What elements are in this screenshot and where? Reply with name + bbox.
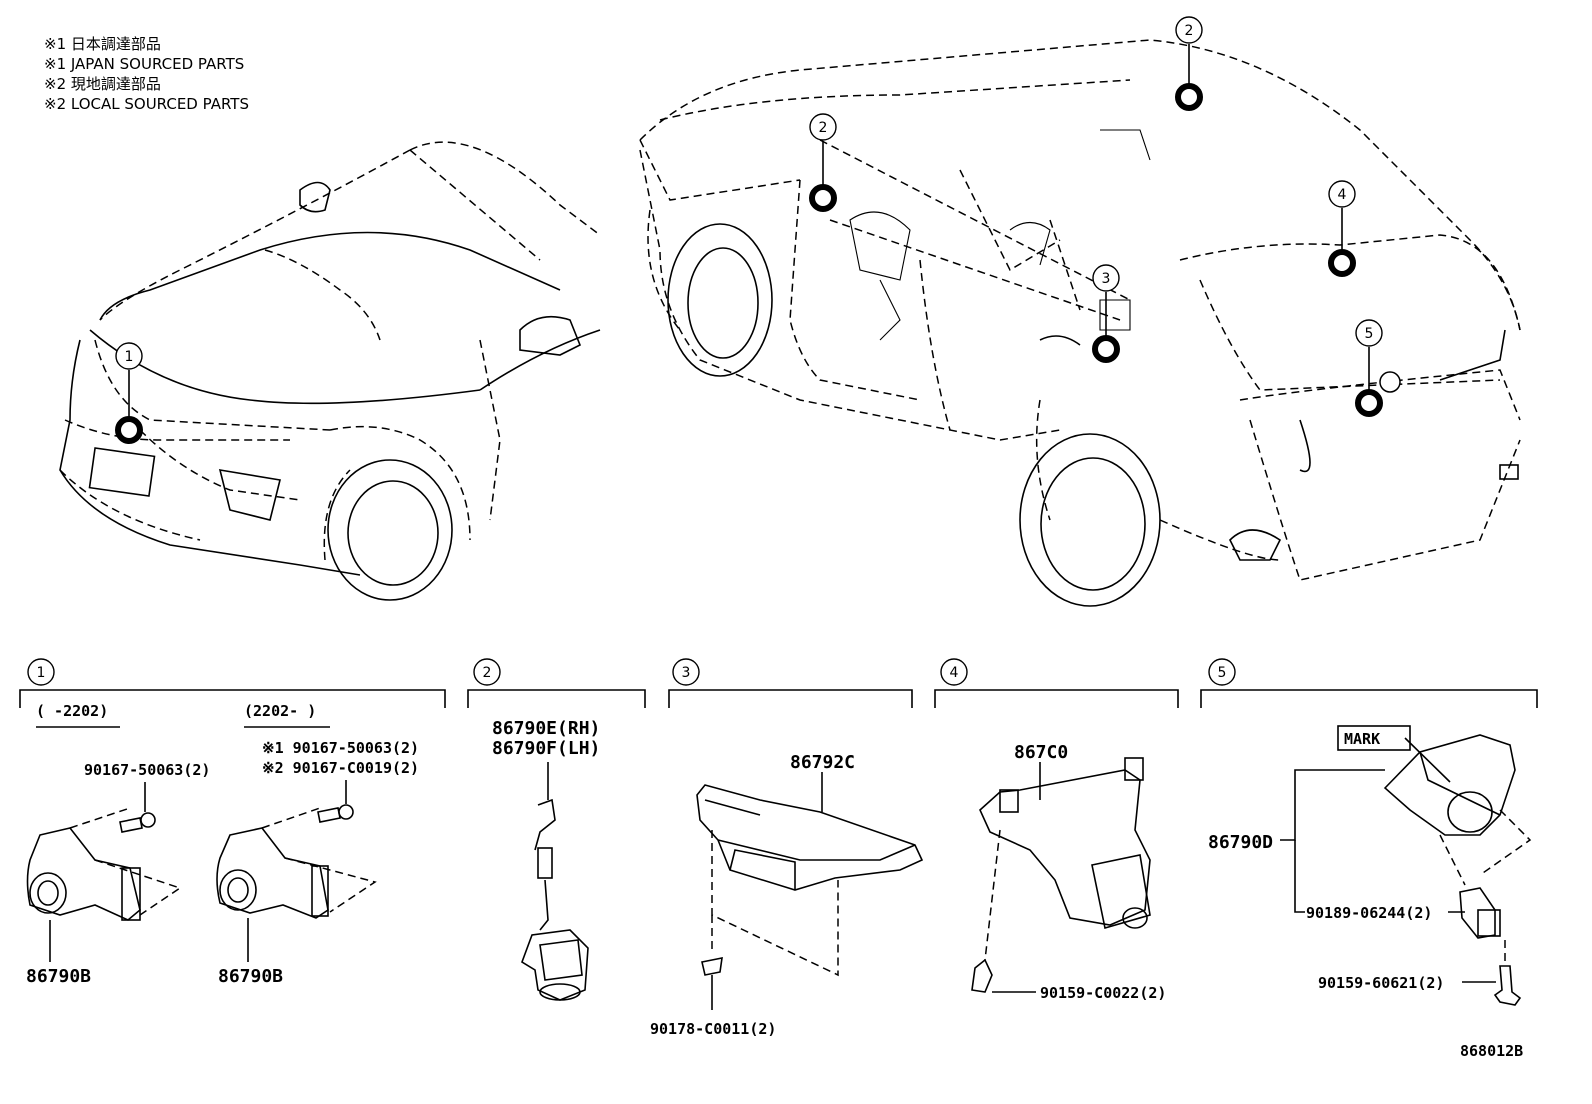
section-5-nut: 90189-06244(2) bbox=[1306, 904, 1432, 922]
section-3-clip: 90178-C0011(2) bbox=[650, 1020, 776, 1038]
section-2-part-lh: 86790F(LH) bbox=[492, 738, 600, 759]
section-2-marker-icon bbox=[473, 658, 501, 686]
note-1-en: ※1 JAPAN SOURCED PARTS bbox=[44, 55, 244, 73]
vehicle-rear-view bbox=[639, 39, 1521, 607]
camera-location-5 bbox=[1355, 389, 1383, 417]
section-3-part: 86792C bbox=[790, 752, 855, 773]
section-1-range-left: ( -2202) bbox=[36, 702, 108, 720]
note-1-jp: ※1 日本調達部品 bbox=[44, 35, 161, 53]
location-markers: 1 2 2 3 4 5 bbox=[115, 16, 1401, 444]
clip-part bbox=[701, 956, 723, 1010]
marker-5-label: 5 bbox=[1365, 326, 1374, 342]
rear-camera-bracket bbox=[971, 757, 1151, 993]
section-1-part-left: 86790B bbox=[26, 966, 91, 987]
section-1-marker-icon bbox=[27, 658, 55, 686]
marker-2b-icon bbox=[809, 113, 837, 141]
section-4: 4 867C0 90159-C0022(2) bbox=[934, 658, 1179, 1002]
section-2-part-rh: 86790E(RH) bbox=[492, 718, 600, 739]
section-1-bolt-right-1: ※1 90167-50063(2) bbox=[262, 739, 419, 757]
marker-5-icon bbox=[1355, 319, 1383, 347]
side-camera-harness bbox=[521, 762, 589, 1001]
section-5-marker-icon bbox=[1208, 658, 1236, 686]
section-3-marker-icon bbox=[672, 658, 700, 686]
section-5: 5 MARK 86790D 90189-06244(2) 90159-60621… bbox=[1200, 658, 1538, 1006]
notes-block: ※1 日本調達部品 ※1 JAPAN SOURCED PARTS ※2 現地調達… bbox=[44, 35, 249, 113]
note-2-jp: ※2 現地調達部品 bbox=[44, 75, 161, 93]
marker-2b-label: 2 bbox=[819, 120, 828, 136]
section-2: 2 86790E(RH) 86790F(LH) bbox=[467, 658, 646, 1001]
section-3-index: 3 bbox=[682, 665, 691, 681]
section-4-part: 867C0 bbox=[1014, 742, 1068, 763]
camera-location-1 bbox=[115, 416, 143, 444]
marker-1-label: 1 bbox=[125, 349, 134, 365]
marker-4-label: 4 bbox=[1338, 187, 1347, 203]
section-1-part-right: 86790B bbox=[218, 966, 283, 987]
section-1: 1 ( -2202) (2202- ) 90167-50063(2) ※1 90… bbox=[19, 658, 446, 987]
nut-part bbox=[1459, 887, 1501, 939]
section-1-range-right: (2202- ) bbox=[244, 702, 316, 720]
section-1-index: 1 bbox=[37, 665, 46, 681]
section-4-screw: 90159-C0022(2) bbox=[1040, 984, 1166, 1002]
diagram-code: 868012B bbox=[1460, 1042, 1523, 1060]
front-camera-right bbox=[216, 780, 377, 962]
marker-3-icon bbox=[1092, 264, 1120, 292]
screw-part bbox=[1493, 940, 1522, 1006]
camera-location-2b bbox=[809, 184, 837, 212]
section-5-mark: MARK bbox=[1344, 730, 1380, 748]
mark-box bbox=[1337, 725, 1411, 751]
section-5-part: 86790D bbox=[1208, 832, 1273, 853]
section-4-index: 4 bbox=[950, 665, 959, 681]
section-3: 3 86792C 90178-C0011(2) bbox=[650, 658, 924, 1038]
control-ecu-bracket bbox=[696, 772, 924, 977]
note-2-en: ※2 LOCAL SOURCED PARTS bbox=[44, 95, 249, 113]
camera-location-2a bbox=[1175, 83, 1203, 111]
marker-1-icon bbox=[115, 342, 143, 370]
marker-2a-icon bbox=[1175, 16, 1203, 44]
marker-3-label: 3 bbox=[1102, 271, 1111, 287]
ecu-location-3 bbox=[1092, 335, 1120, 363]
marker-2a-label: 2 bbox=[1185, 23, 1194, 39]
section-2-index: 2 bbox=[483, 665, 492, 681]
section-5-index: 5 bbox=[1218, 665, 1227, 681]
section-5-screw: 90159-60621(2) bbox=[1318, 974, 1444, 992]
back-camera bbox=[1383, 734, 1532, 886]
marker-4-icon bbox=[1328, 180, 1356, 208]
section-1-bolt-left: 90167-50063(2) bbox=[84, 761, 210, 779]
section-4-marker-icon bbox=[940, 658, 968, 686]
camera-location-4 bbox=[1328, 249, 1356, 277]
vehicle-front-view bbox=[59, 141, 601, 601]
section-1-bolt-right-2: ※2 90167-C0019(2) bbox=[262, 759, 419, 777]
front-camera-left bbox=[26, 782, 182, 962]
